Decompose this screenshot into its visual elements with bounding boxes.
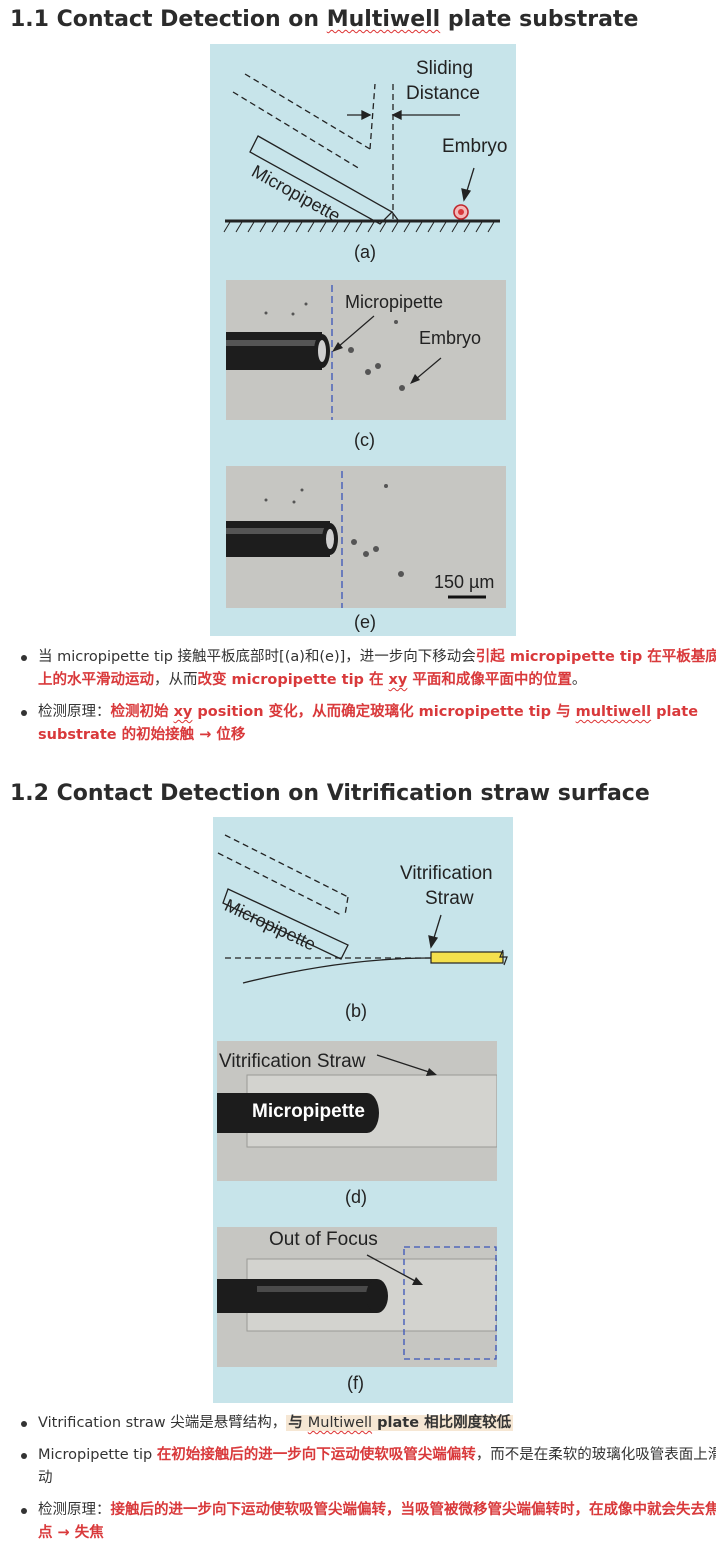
heading-prefix: 1.1 Contact Detection on (10, 7, 327, 32)
heading-suffix: plate substrate (440, 7, 639, 32)
section-2-bullets: Vitrification straw 尖端是悬臂结构，与 Multiwell … (16, 1412, 716, 1554)
label-micropipette-c: Micropipette (345, 292, 444, 312)
list-item: 检测原理：接触后的进一步向下运动使软吸管尖端偏转，当吸管被微移管尖端偏转时，在成… (21, 1499, 716, 1545)
photo-d: Vitrification Straw Micropipette (217, 1041, 497, 1181)
label-scale-bar: 150 µm (434, 572, 495, 592)
label-out-of-focus: Out of Focus (269, 1229, 378, 1250)
schematic-a (223, 73, 500, 233)
label-straw-d: Vitrification Straw (219, 1051, 366, 1072)
section-1-bullets: 当 micropipette tip 接触平板底部时[(a)和(e)]，进一步向… (16, 646, 716, 756)
label-straw: Straw (425, 888, 474, 909)
straw-icon (430, 951, 504, 964)
list-item: 检测原理：检测初始 xy position 变化，从而确定玻璃化 micropi… (21, 701, 716, 747)
section-2-heading: 1.2 Contact Detection on Vitrification s… (10, 781, 650, 806)
list-item: Micropipette tip 在初始接触后的进一步向下运动使软吸管尖端偏转，… (21, 1444, 716, 1490)
label-embryo-a: Embryo (442, 136, 508, 157)
caption-a: (a) (354, 242, 376, 262)
schematic-b (217, 834, 508, 984)
caption-b: (b) (345, 1001, 367, 1021)
caption-f: (f) (347, 1373, 364, 1393)
figure-panel-1: Sliding Distance Embryo Micropipette (a)… (210, 44, 516, 636)
caption-c: (c) (354, 430, 375, 450)
list-item: 当 micropipette tip 接触平板底部时[(a)和(e)]，进一步向… (21, 646, 716, 692)
photo-f: Out of Focus (217, 1227, 497, 1367)
label-micropipette-d: Micropipette (252, 1101, 365, 1122)
photo-c: Micropipette Embryo (226, 280, 506, 420)
heading-word-multiwell: Multiwell (326, 7, 441, 32)
section-1-heading: 1.1 Contact Detection on Multiwell plate… (10, 7, 638, 32)
label-embryo-c: Embryo (419, 328, 482, 348)
label-vitrification: Vitrification (400, 863, 493, 884)
label-sliding: Sliding (416, 58, 474, 79)
list-item: Vitrification straw 尖端是悬臂结构，与 Multiwell … (21, 1412, 716, 1435)
focus-box (403, 1246, 497, 1360)
label-distance: Distance (406, 83, 480, 104)
photo-e: 150 µm (226, 466, 506, 608)
figure-panel-2: Vitrification Straw Micropipette (b) Vit… (213, 817, 513, 1403)
caption-d: (d) (345, 1187, 367, 1207)
caption-e: (e) (354, 612, 376, 632)
